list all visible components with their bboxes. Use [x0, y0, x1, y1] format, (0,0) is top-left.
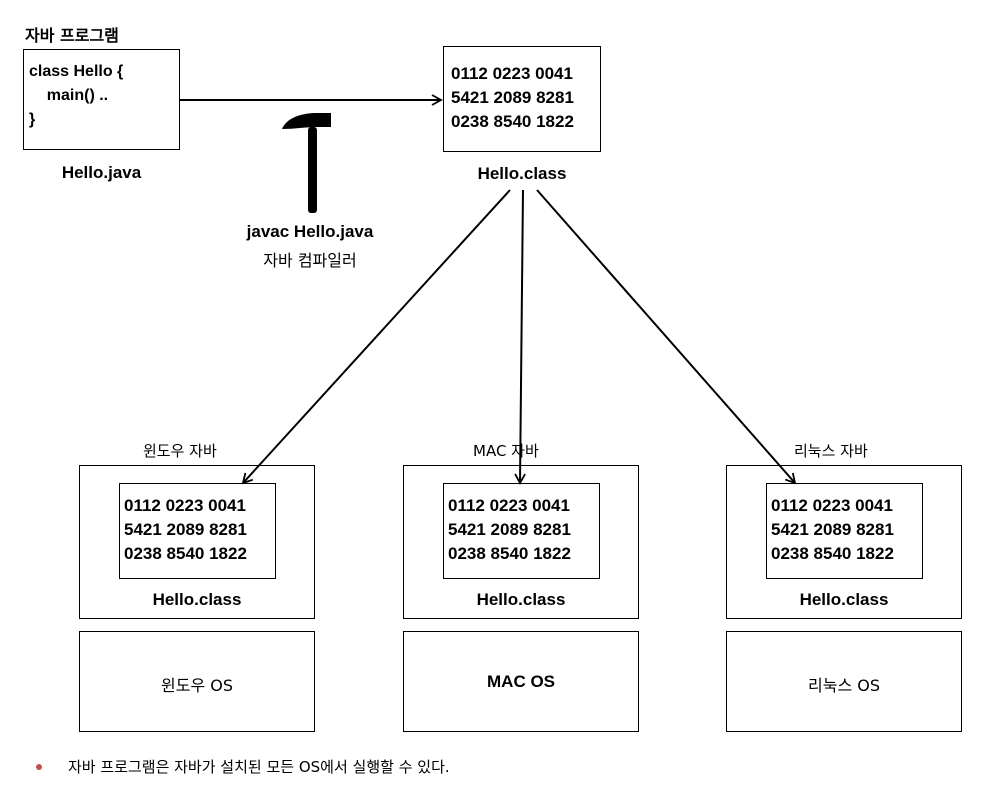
class-label: Hello.class [799, 590, 889, 609]
os-box-windows: 윈도우 OS [79, 631, 315, 732]
class-label: Hello.class [152, 590, 242, 609]
source-code-line: main() .. [29, 87, 109, 104]
bytecode-line: 5421 2089 8281 [124, 520, 247, 539]
jvm-box-mac: 0112 0223 0041 5421 2089 8281 0238 8540 … [403, 465, 639, 619]
diagram-title: 자바 프로그램 [25, 26, 119, 45]
bytecode-line: 5421 2089 8281 [448, 520, 571, 539]
bytecode-line: 0238 8540 1822 [451, 112, 574, 131]
bytecode-box-inner: 0112 0223 0041 5421 2089 8281 0238 8540 … [766, 483, 923, 579]
deploy-arrow-linux [536, 189, 797, 485]
jvm-label-linux: 리눅스 자바 [794, 442, 868, 460]
bytecode-line: 0112 0223 0041 [451, 64, 573, 83]
jvm-box-windows: 0112 0223 0041 5421 2089 8281 0238 8540 … [79, 465, 315, 619]
note-text: 자바 프로그램은 자바가 설치된 모든 OS에서 실행할 수 있다. [68, 758, 450, 776]
deploy-arrow-windows [241, 189, 511, 485]
bytecode-line: 0238 8540 1822 [448, 544, 571, 563]
bytecode-line: 0238 8540 1822 [771, 544, 894, 563]
deploy-arrow-mac [514, 189, 526, 485]
os-label: MAC OS [487, 672, 555, 691]
bytecode-line: 5421 2089 8281 [771, 520, 894, 539]
hammer-icon [282, 113, 331, 213]
jvm-label-mac: MAC 자바 [473, 442, 539, 460]
jvm-label-windows: 윈도우 자바 [143, 442, 217, 460]
jvm-box-linux: 0112 0223 0041 5421 2089 8281 0238 8540 … [726, 465, 962, 619]
source-code-box: class Hello { main() .. } [23, 49, 180, 150]
source-code-line: class Hello { [29, 63, 124, 80]
os-label: 윈도우 OS [161, 676, 233, 695]
bytecode-box-inner: 0112 0223 0041 5421 2089 8281 0238 8540 … [443, 483, 600, 579]
bytecode-line: 0238 8540 1822 [124, 544, 247, 563]
os-box-linux: 리눅스 OS [726, 631, 962, 732]
bytecode-box-inner: 0112 0223 0041 5421 2089 8281 0238 8540 … [119, 483, 276, 579]
source-code-line: } [29, 111, 36, 128]
bytecode-filename: Hello.class [477, 164, 567, 183]
source-filename: Hello.java [61, 163, 142, 182]
bytecode-box: 0112 0223 0041 5421 2089 8281 0238 8540 … [443, 46, 601, 152]
class-label: Hello.class [476, 590, 566, 609]
bullet-icon [36, 764, 42, 770]
os-box-mac: MAC OS [403, 631, 639, 732]
compiler-name: 자바 컴파일러 [263, 251, 357, 270]
bytecode-line: 5421 2089 8281 [451, 88, 574, 107]
bytecode-line: 0112 0223 0041 [448, 496, 570, 515]
bytecode-line: 0112 0223 0041 [124, 496, 246, 515]
compiler-command: javac Hello.java [246, 222, 374, 241]
os-label: 리눅스 OS [808, 676, 880, 695]
bytecode-line: 0112 0223 0041 [771, 496, 893, 515]
